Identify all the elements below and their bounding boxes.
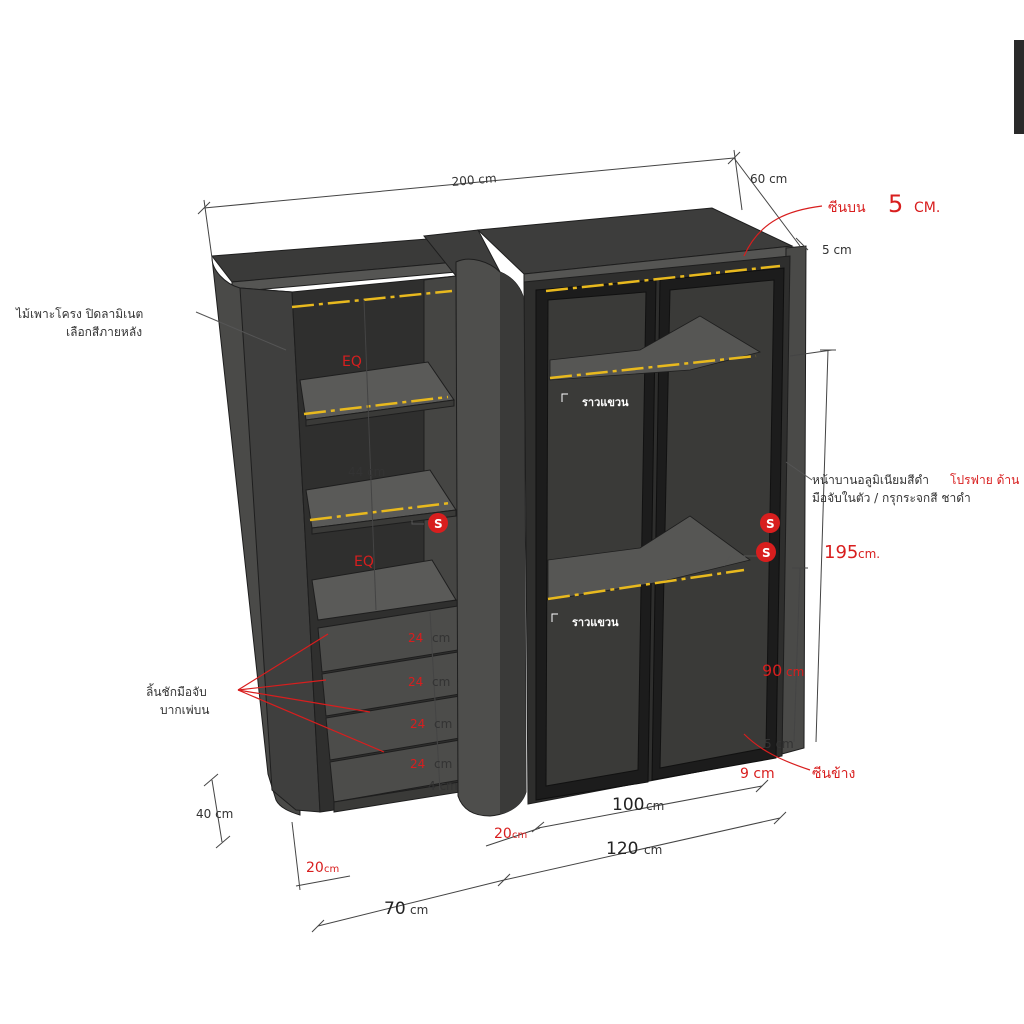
s-marker-right-2: S (756, 542, 776, 562)
drawer-2-unit: cm (432, 675, 450, 689)
yellow-line-rail-top (549, 354, 757, 380)
svg-text:S: S (762, 546, 771, 560)
curve-width-value: 20 (494, 826, 512, 842)
left-width-value: 70 (384, 899, 406, 919)
note-leaders (195, 311, 813, 567)
red-leaders (237, 205, 823, 771)
left-width-unit: cm (410, 903, 428, 917)
top-plinth-value: 5 (888, 190, 903, 218)
rail-arrow-bottom (551, 613, 558, 622)
height-unit: cm. (858, 547, 880, 561)
drawer-note-line2: บากเพ่บน (160, 703, 209, 717)
lower-height-unit: cm (786, 665, 804, 679)
shelf-gap: 44 cm (348, 465, 385, 479)
height-value: 195 (824, 542, 858, 563)
wardrobe-shelf-mid (547, 515, 751, 601)
dimension-lines (197, 149, 836, 933)
left-front-panel (239, 287, 321, 813)
side-plinth-label: ซีนข้าง (812, 766, 855, 782)
yellow-line-shelf2 (309, 501, 451, 522)
rail-label-bottom: ราวแขวน (572, 616, 619, 629)
right-wardrobe (476, 207, 807, 805)
corner-thumbnail (1014, 40, 1024, 134)
s-marker-right-1: S (760, 513, 780, 533)
yellow-line-rail-bottom (547, 568, 745, 601)
inner-width-value: 100 (612, 795, 644, 815)
drawer-bottom: 4 cm (428, 779, 458, 793)
door-left-glass (545, 291, 647, 787)
curved-column (423, 229, 527, 817)
left-depth: 40 cm (196, 807, 233, 821)
drawer-note-line1: ลิ้นชักมือจับ (146, 683, 207, 699)
yellow-line-top-left (291, 289, 453, 309)
drawer-stack (317, 605, 461, 813)
drawer-3-unit: cm (434, 717, 452, 731)
bottom-gap: 5 cm (764, 737, 794, 751)
yellow-line-shelf1 (303, 395, 449, 416)
wardrobe-width-value: 120 (606, 839, 638, 859)
rail-label-top: ราวแขวน (582, 396, 629, 409)
eq-label-bottom: EQ (354, 554, 374, 570)
frame-note-line1: ไม้เพาะโครง ปิดลามิเนต (15, 307, 143, 321)
curved-column-shade (500, 272, 526, 814)
rail-arrow-top (561, 393, 568, 402)
top-plinth-unit: CM. (914, 200, 940, 216)
dim-depth: 60 cm (750, 172, 787, 186)
drawer-1-value: 24 (408, 631, 423, 645)
eq-label-top: EQ (342, 354, 362, 370)
dim-overall-width: 200 cm (451, 171, 497, 189)
left-cabinet (211, 237, 461, 816)
drawer-1-unit: cm (432, 631, 450, 645)
svg-text:S: S (766, 517, 775, 531)
drawer-2-value: 24 (408, 675, 423, 689)
curve-width-unit: cm (512, 830, 527, 841)
shelf-2-edge (311, 509, 457, 535)
wardrobe-shelf-top (549, 315, 762, 381)
yellow-line-wardrobe-top (545, 264, 781, 293)
left-curve-value: 20 (306, 860, 324, 876)
door-right-glass (659, 279, 775, 769)
left-curve-unit: cm (324, 864, 339, 875)
lower-height-value: 90 (762, 661, 782, 680)
shelf-1-edge (305, 399, 455, 427)
door-note-prefix: หน้าบานอลูมิเนียมสีดำ (812, 473, 929, 488)
shelf-3 (311, 559, 457, 621)
inner-width-unit: cm (646, 799, 664, 813)
drawer-4-value: 24 (410, 757, 425, 771)
side-gap: 9 cm (740, 766, 775, 782)
top-plinth-label: ซีนบน (828, 200, 866, 216)
drawer-4-unit: cm (434, 757, 452, 771)
top-plinth-small: 5 cm (822, 243, 852, 257)
door-note-red: โปรฟาย ด้าน (950, 473, 1019, 487)
wardrobe-width-unit: cm (644, 843, 662, 857)
svg-text:S: S (434, 517, 443, 531)
s-marker-left: S (428, 513, 448, 533)
door-note-line2: มือจับในตัว / กรุกระจกสี ชาดำ (812, 491, 971, 506)
left-inner-wall (423, 275, 459, 605)
drawer-3-value: 24 (410, 717, 425, 731)
frame-note-line2: เลือกสีภายหลัง (66, 325, 142, 339)
